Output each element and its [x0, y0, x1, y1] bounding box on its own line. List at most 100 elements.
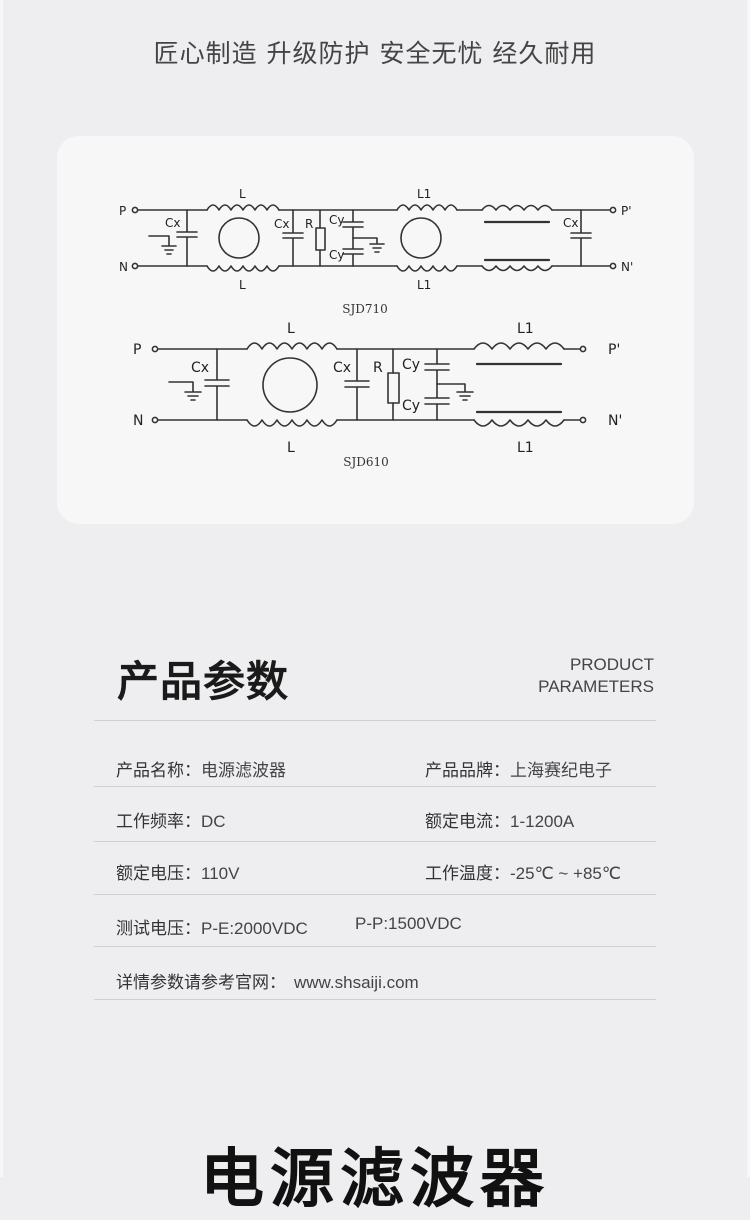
params-title: 产品参数	[117, 657, 290, 706]
label-p-out-710: P'	[621, 204, 632, 218]
param-key: 测试电压：	[116, 919, 201, 939]
coil-l1-top-710	[396, 204, 458, 211]
divider	[94, 841, 656, 842]
coil-l-bottom-610	[246, 419, 338, 427]
terminal-n-out-710	[609, 262, 617, 270]
label-cx3-710: Cx	[563, 216, 578, 230]
terminal-p-710	[131, 206, 139, 214]
param-value-2: P-P:1500VDC	[355, 914, 462, 933]
coil-l-top-710	[206, 204, 280, 211]
terminal-n-out-610	[579, 416, 587, 424]
param-value: P-E:2000VDC	[201, 919, 308, 938]
circuit-diagram-card: P N P' N' Cx Cx Cx R Cy Cy L L L1 L1 SJD…	[57, 136, 694, 524]
coil-l1-bottom-610	[473, 419, 565, 427]
param-row: 详情参数请参考官网： www.shsaiji.com	[94, 968, 656, 993]
divider	[94, 720, 656, 721]
cx3-710	[570, 209, 592, 267]
core-l1-710	[400, 217, 442, 259]
page-edge-right	[747, 0, 750, 1177]
params-title-en: PRODUCT PARAMETERS	[538, 654, 654, 698]
label-p-610: P	[133, 342, 141, 358]
param-row: 额定电压：110V 工作温度：-25℃ ~ +85℃	[94, 859, 656, 884]
param-row: 产品名称：电源滤波器 产品品牌：上海赛纪电子	[94, 756, 656, 781]
label-l1-top-710: L1	[417, 187, 431, 201]
param-cell: P-P:1500VDC	[355, 914, 462, 934]
ground-1-710	[148, 235, 177, 255]
cx2-610	[344, 348, 370, 421]
param-cell: 详情参数请参考官网： www.shsaiji.com	[116, 968, 419, 993]
label-cy1-710: Cy	[329, 213, 344, 227]
param-row: 测试电压：P-E:2000VDC P-P:1500VDC	[94, 914, 656, 939]
param-key: 工作温度：	[425, 864, 510, 884]
param-key: 工作频率：	[116, 812, 201, 832]
ground-2-710	[352, 237, 385, 253]
label-cy1-610: Cy	[402, 357, 420, 373]
circuit-sjd710	[131, 204, 617, 272]
param-cell: 产品品牌：上海赛纪电子	[425, 756, 612, 781]
coil-l1b-bottom-710	[481, 265, 553, 272]
param-value: 电源滤波器	[201, 761, 286, 781]
label-n-out-710: N'	[621, 260, 633, 274]
divider	[94, 786, 656, 787]
param-value: 110V	[201, 864, 240, 883]
divider	[94, 946, 656, 947]
slogan: 匠心制造 升级防护 安全无忧 经久耐用	[153, 39, 597, 68]
param-cell: 额定电压：110V	[116, 859, 239, 884]
core-bars-610	[475, 362, 563, 414]
label-p-710: P	[119, 204, 126, 218]
param-cell: 额定电流：1-1200A	[425, 807, 574, 832]
label-cx1-710: Cx	[165, 216, 180, 230]
coil-l-top-610	[246, 342, 338, 350]
core-l-610	[262, 357, 318, 413]
terminal-p-out-710	[609, 206, 617, 214]
page-edge-left	[0, 0, 3, 1177]
labels-sjd710: P N P' N' Cx Cx Cx R Cy Cy L L L1 L1 SJD…	[119, 187, 633, 316]
terminal-p-out-610	[579, 345, 587, 353]
param-key: 详情参数请参考官网：	[116, 973, 286, 993]
param-cell: 工作频率：DC	[116, 807, 226, 832]
circuit-diagrams-svg: P N P' N' Cx Cx Cx R Cy Cy L L L1 L1 SJD…	[119, 187, 633, 469]
label-l-top-610: L	[287, 321, 295, 337]
core-l-710	[218, 217, 260, 259]
param-cell: 测试电压：P-E:2000VDC	[116, 914, 308, 939]
label-cx2-710: Cx	[274, 217, 289, 231]
label-l-bottom-710: L	[239, 278, 246, 292]
label-cx1-610: Cx	[191, 360, 209, 376]
terminal-n-710	[131, 262, 139, 270]
circuit-sjd610	[151, 342, 587, 427]
label-cy2-710: Cy	[329, 248, 344, 262]
label-n-710: N	[119, 260, 128, 274]
coil-l1b-top-710	[481, 204, 553, 211]
coil-l1-bottom-710	[396, 265, 458, 272]
resistor-710	[315, 227, 326, 251]
cx1-710	[176, 209, 198, 267]
label-l-top-710: L	[239, 187, 246, 201]
coil-l1-top-610	[473, 342, 565, 350]
label-l1-top-610: L1	[517, 321, 534, 337]
param-key: 产品名称：	[116, 761, 201, 781]
label-l1-bottom-610: L1	[517, 440, 534, 456]
label-n-out-610: N'	[608, 413, 622, 429]
bottom-title: 电源滤波器	[200, 1143, 550, 1217]
label-p-out-610: P'	[608, 342, 620, 358]
divider	[94, 894, 656, 895]
core-bars-710	[483, 220, 551, 262]
param-key: 额定电流：	[425, 812, 510, 832]
terminal-n-610	[151, 416, 159, 424]
ground-2-610	[436, 383, 474, 401]
param-value: 1-1200A	[510, 812, 575, 831]
label-n-610: N	[133, 413, 143, 429]
label-l-bottom-610: L	[287, 440, 295, 456]
label-r-610: R	[373, 360, 383, 376]
label-cy2-610: Cy	[402, 398, 420, 414]
divider	[94, 999, 656, 1000]
label-r-710: R	[305, 217, 313, 231]
param-cell: 产品名称：电源滤波器	[116, 756, 286, 781]
cx1-610	[204, 348, 230, 421]
website-link[interactable]: www.shsaiji.com	[294, 973, 419, 992]
resistor-610	[387, 372, 400, 404]
ground-1-610	[168, 381, 202, 401]
label-l1-bottom-710: L1	[417, 278, 431, 292]
param-key: 额定电压：	[116, 864, 201, 884]
